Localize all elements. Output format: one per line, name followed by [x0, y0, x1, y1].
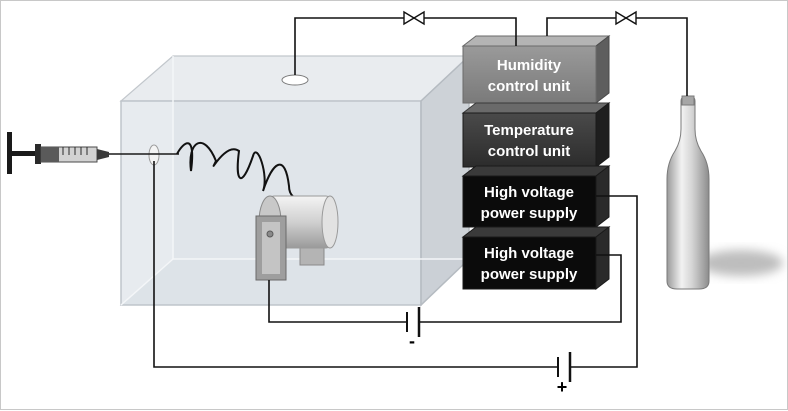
syringe-graduations — [62, 147, 88, 155]
temperature-unit-line2: control unit — [488, 143, 571, 160]
wire-negative-to-supply2 — [419, 254, 622, 323]
hv-supply-2-line1: High voltage — [484, 245, 574, 262]
temperature-unit-line1: Temperature — [484, 122, 574, 139]
environment-chamber — [119, 54, 471, 307]
drum-support-bevel — [262, 222, 280, 274]
wire-needle-positive — [153, 161, 557, 368]
humidity-unit-line1: Humidity — [497, 57, 562, 74]
gas-cylinder-shadow — [699, 250, 783, 276]
rotating-drum-collector — [255, 195, 339, 281]
battery-positive-symbol — [557, 352, 572, 382]
battery-negative-symbol — [406, 307, 421, 337]
syringe-pump — [7, 132, 179, 174]
syringe-solution — [41, 147, 59, 162]
temperature-control-unit: Temperature control unit — [461, 101, 611, 169]
hv-supply-1-line1: High voltage — [484, 184, 574, 201]
hv-supply-1-line2: power supply — [481, 205, 578, 222]
electrical-wiring — [153, 161, 638, 368]
wire-positive-to-supply1 — [570, 195, 638, 368]
valve-gas-line — [615, 10, 637, 26]
humidity-control-unit: Humidity control unit — [461, 34, 611, 105]
gas-cylinder-body — [666, 95, 710, 290]
control-unit-stack: Humidity control unit Temperature contro… — [461, 34, 611, 291]
syringe-plunger-thumb — [7, 132, 12, 174]
drum-axle — [266, 230, 274, 238]
chamber-side-face — [420, 54, 470, 307]
positive-sign: + — [557, 377, 568, 397]
electrospinning-jet-spiral — [176, 141, 300, 199]
valve-humidity-line — [403, 10, 425, 26]
gas-cylinder — [666, 95, 783, 290]
gas-cylinder-neck — [681, 95, 695, 106]
top-gas-port — [281, 74, 309, 86]
wire-collector-negative — [268, 280, 406, 323]
negative-sign: - — [409, 331, 415, 351]
high-voltage-power-supply-1: High voltage power supply — [461, 164, 611, 229]
hv-supply-2-line2: power supply — [481, 266, 578, 283]
high-voltage-power-supply-2: High voltage power supply — [461, 225, 611, 291]
syringe-flange — [35, 144, 41, 164]
syringe-tip — [97, 149, 109, 160]
drum-end-cap — [321, 195, 339, 249]
humidity-unit-line2: control unit — [488, 78, 571, 95]
syringe-plunger-rod — [12, 151, 36, 156]
chamber-back-edge-diagonal — [120, 258, 174, 306]
